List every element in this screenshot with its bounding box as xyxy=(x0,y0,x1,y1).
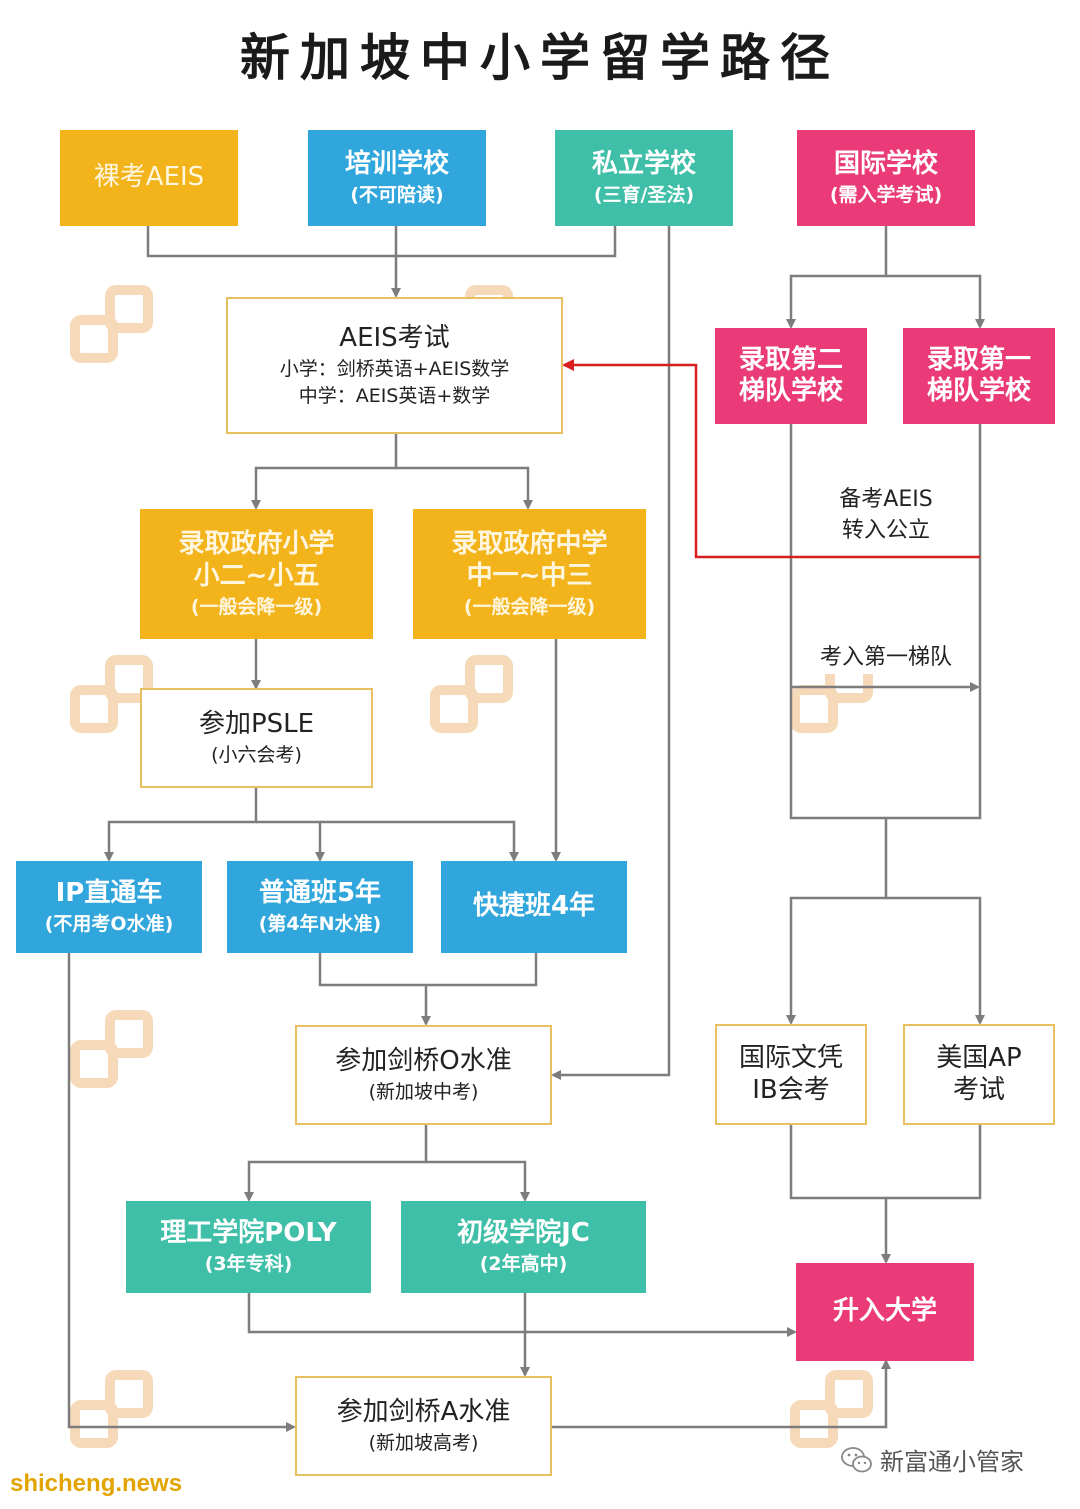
line-alevel-uni xyxy=(551,1359,891,1429)
box-title-line1: 国际文凭 xyxy=(738,1043,843,1074)
box-title: 快捷班4年 xyxy=(472,891,596,922)
line-tier2-down xyxy=(789,424,982,820)
box-title: 裸考AEIS xyxy=(93,162,205,193)
box-title: 升入大学 xyxy=(832,1296,937,1327)
box-title: AEIS考试 xyxy=(339,323,450,354)
box-private-school: 私立学校 (三育/圣法) xyxy=(555,130,733,226)
page-title: 新加坡中小学留学路径 xyxy=(240,28,840,87)
line-ib-ap-merge xyxy=(789,1124,982,1200)
wechat-icon xyxy=(841,1446,872,1472)
box-title-line1: 录取政府小学 xyxy=(178,529,335,560)
line-tiers-ap xyxy=(886,896,985,1025)
box-title-line1: 录取政府中学 xyxy=(451,529,608,560)
box-title: 私立学校 xyxy=(591,149,696,179)
box-title-line2: 梯队学校 xyxy=(926,376,1031,406)
line-olevel-split xyxy=(244,1124,428,1202)
box-title: 参加剑桥O水准 xyxy=(335,1046,512,1076)
box-aeis-exam: AEIS考试 小学：剑桥英语+AEIS数学 中学：AEIS英语+数学 xyxy=(226,297,563,434)
label-line2: 转入公立 xyxy=(841,517,930,543)
brand-name: 新富通小管家 xyxy=(880,1448,1024,1476)
watermark-logo-icon xyxy=(70,285,153,363)
box-express-stream: 快捷班4年 xyxy=(441,861,627,953)
box-title: 国际学校 xyxy=(833,149,938,179)
box-title-line2: 考试 xyxy=(952,1074,1005,1105)
box-line-secondary: 中学：AEIS英语+数学 xyxy=(298,385,491,408)
watermark-logo-icon xyxy=(70,1010,153,1088)
box-tier2-school: 录取第二 梯队学校 xyxy=(715,328,867,424)
line-psle-normal xyxy=(256,820,325,862)
box-subtitle: (不用考O水准) xyxy=(44,913,174,936)
box-international-school: 国际学校 (需入学考试) xyxy=(797,130,975,226)
line-aeis-secondary xyxy=(396,466,533,510)
line-transfer-aeis xyxy=(562,359,980,559)
box-o-level: 参加剑桥O水准 (新加坡中考) xyxy=(295,1025,552,1125)
box-subtitle: (一般会降一级) xyxy=(190,595,323,618)
source-watermark: shicheng.news xyxy=(10,1470,183,1497)
box-subtitle: (一般会降一级) xyxy=(463,595,596,618)
box-training-school: 培训学校 (不可陪读) xyxy=(308,130,486,226)
box-title-line1: 美国AP xyxy=(936,1043,1022,1074)
box-title: IP直通车 xyxy=(55,878,163,908)
box-normal-stream: 普通班5年 (第4年N水准) xyxy=(227,861,413,953)
box-title-line2: 中一~中三 xyxy=(466,560,593,591)
box-tier1-school: 录取第一 梯队学校 xyxy=(903,328,1055,424)
box-ib-exam: 国际文凭 IB会考 xyxy=(715,1024,867,1125)
line-top-merge xyxy=(146,226,617,258)
watermark-logo-icon xyxy=(790,1370,873,1448)
box-title: 理工学院POLY xyxy=(160,1218,337,1248)
box-line-primary: 小学：剑桥英语+AEIS数学 xyxy=(279,358,510,381)
box-gov-secondary: 录取政府中学 中一~中三 (一般会降一级) xyxy=(413,509,646,639)
box-subtitle: (三育/圣法) xyxy=(593,184,695,207)
box-aeis-self: 裸考AEIS xyxy=(60,130,238,226)
box-title-line1: 录取第二 xyxy=(738,344,843,375)
box-title-line2: IB会考 xyxy=(752,1074,830,1105)
line-psle-split xyxy=(104,788,258,862)
watermark-logo-icon xyxy=(430,655,513,733)
box-title: 普通班5年 xyxy=(258,878,382,908)
watermark-logo-icon xyxy=(70,655,153,733)
box-subtitle: (3年专科) xyxy=(204,1253,293,1276)
box-polytechnic: 理工学院POLY (3年专科) xyxy=(126,1201,371,1293)
line-private-olevel xyxy=(551,226,671,1080)
label-line1: 备考AEIS xyxy=(839,487,933,512)
box-subtitle: (小六会考) xyxy=(211,744,302,767)
line-poly-uni xyxy=(247,1292,797,1337)
line-aeis-split xyxy=(251,433,398,510)
line-ip-alevel xyxy=(67,952,296,1432)
box-subtitle: (需入学考试) xyxy=(829,184,943,207)
label-aeis-transfer: 备考AEIS 转入公立 xyxy=(820,485,952,547)
box-ip-program: IP直通车 (不用考O水准) xyxy=(16,861,202,953)
line-intl-tier1 xyxy=(886,274,985,329)
line-psle-express xyxy=(320,820,519,862)
box-subtitle: (新加坡高考) xyxy=(368,1432,479,1455)
box-title-line2: 小二~小五 xyxy=(193,560,320,591)
box-ap-exam: 美国AP 考试 xyxy=(903,1024,1055,1125)
box-subtitle: (第4年N水准) xyxy=(258,913,382,936)
line-tiers-merge xyxy=(786,818,888,1025)
watermark-logo-icon xyxy=(70,1370,153,1448)
box-subtitle: (2年高中) xyxy=(479,1253,568,1276)
box-a-level: 参加剑桥A水准 (新加坡高考) xyxy=(295,1376,552,1476)
box-title: 培训学校 xyxy=(344,149,449,179)
label-to-tier1: 考入第一梯队 xyxy=(806,643,966,674)
brand-credit: 新富通小管家 xyxy=(840,1442,1024,1477)
box-title: 参加剑桥A水准 xyxy=(336,1397,511,1427)
box-title-line1: 录取第一 xyxy=(926,344,1031,375)
line-normal-express-merge xyxy=(318,952,538,987)
box-title-line2: 梯队学校 xyxy=(738,376,843,406)
box-title: 初级学院JC xyxy=(457,1218,590,1248)
box-gov-primary: 录取政府小学 小二~小五 (一般会降一级) xyxy=(140,509,373,639)
line-intl-split xyxy=(786,226,888,329)
box-psle: 参加PSLE (小六会考) xyxy=(140,688,373,788)
box-junior-college: 初级学院JC (2年高中) xyxy=(401,1201,646,1293)
box-university: 升入大学 xyxy=(796,1263,974,1361)
box-subtitle: (新加坡中考) xyxy=(368,1081,479,1104)
line-olevel-jc xyxy=(426,1160,530,1202)
box-subtitle: (不可陪读) xyxy=(350,184,444,207)
box-title: 参加PSLE xyxy=(198,709,315,739)
